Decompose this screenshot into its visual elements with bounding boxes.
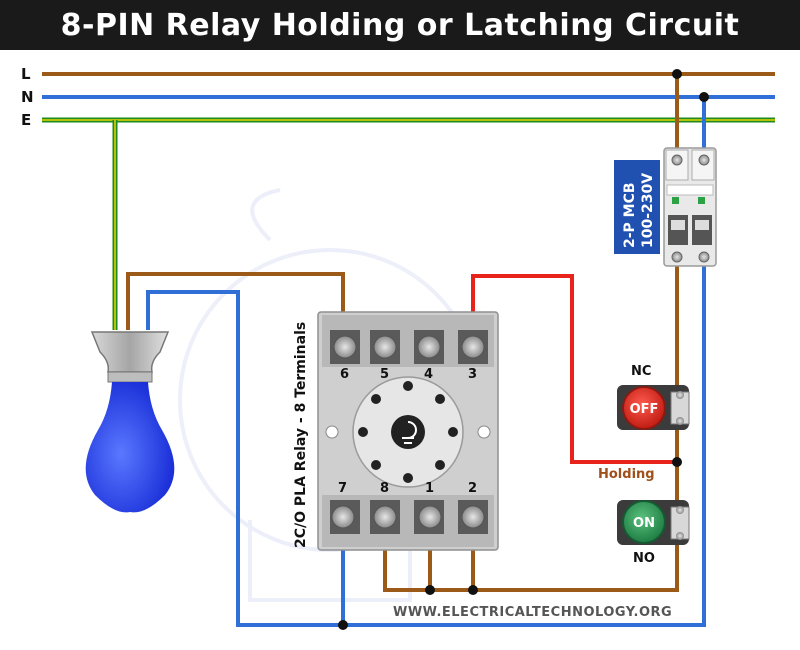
neutral-junction bbox=[699, 92, 709, 102]
pin-label-2: 2 bbox=[468, 481, 477, 496]
pin-label-3: 3 bbox=[468, 367, 477, 382]
holding-junction bbox=[672, 457, 682, 467]
pin-label-8: 8 bbox=[380, 481, 389, 496]
holding-label: Holding bbox=[598, 467, 655, 482]
terminal-2-screw[interactable] bbox=[461, 505, 485, 529]
mcb-breaker[interactable] bbox=[663, 147, 717, 267]
terminal-7-screw[interactable] bbox=[331, 505, 355, 529]
neutral-bottom-junction bbox=[338, 620, 348, 630]
socket-key-icon bbox=[391, 415, 425, 449]
earth-label: E bbox=[21, 111, 31, 129]
on-push-button[interactable]: ON bbox=[617, 500, 690, 545]
supply-lines bbox=[42, 72, 775, 123]
mcb-label-line2: 100-230V bbox=[640, 173, 656, 248]
pin-label-6: 6 bbox=[340, 367, 349, 382]
holding-wire bbox=[471, 274, 677, 464]
pin-label-5: 5 bbox=[380, 367, 389, 382]
off-button-text: OFF bbox=[630, 402, 659, 417]
lamp-bulb-icon bbox=[85, 331, 175, 513]
terminal-8-screw[interactable] bbox=[373, 505, 397, 529]
nc-label: NC bbox=[631, 364, 651, 379]
terminal-4-screw[interactable] bbox=[417, 335, 441, 359]
page-title: 8-PIN Relay Holding or Latching Circuit bbox=[60, 7, 740, 43]
pin-label-1: 1 bbox=[425, 481, 434, 496]
bus-junction-1 bbox=[425, 585, 435, 595]
relay-side-label: 2C/O PLA Relay - 8 Terminals bbox=[293, 322, 309, 548]
pin-label-7: 7 bbox=[338, 481, 347, 496]
title-bar: 8-PIN Relay Holding or Latching Circuit bbox=[0, 0, 800, 50]
lamp-live-wire bbox=[126, 272, 345, 345]
neutral-return-wire bbox=[146, 265, 706, 627]
on-button-text: ON bbox=[633, 516, 655, 531]
pin-label-4: 4 bbox=[424, 367, 433, 382]
no-label: NO bbox=[633, 551, 655, 566]
live-label: L bbox=[21, 65, 31, 83]
on-to-bus-wire bbox=[383, 535, 679, 592]
relay-base[interactable] bbox=[317, 311, 499, 551]
terminal-5-screw[interactable] bbox=[373, 335, 397, 359]
terminal-3-screw[interactable] bbox=[461, 335, 485, 359]
mcb-label-panel: 2-P MCB 100-230V bbox=[614, 160, 660, 254]
terminal-1-screw[interactable] bbox=[418, 505, 442, 529]
website-credit: WWW.ELECTRICALTECHNOLOGY.ORG bbox=[393, 605, 672, 620]
terminal-6-screw[interactable] bbox=[333, 335, 357, 359]
neutral-label: N bbox=[21, 88, 34, 106]
bus-junction-2 bbox=[468, 585, 478, 595]
mcb-label-line1: 2-P MCB bbox=[622, 182, 638, 248]
off-push-button[interactable]: OFF bbox=[617, 385, 690, 430]
live-junction bbox=[672, 69, 682, 79]
